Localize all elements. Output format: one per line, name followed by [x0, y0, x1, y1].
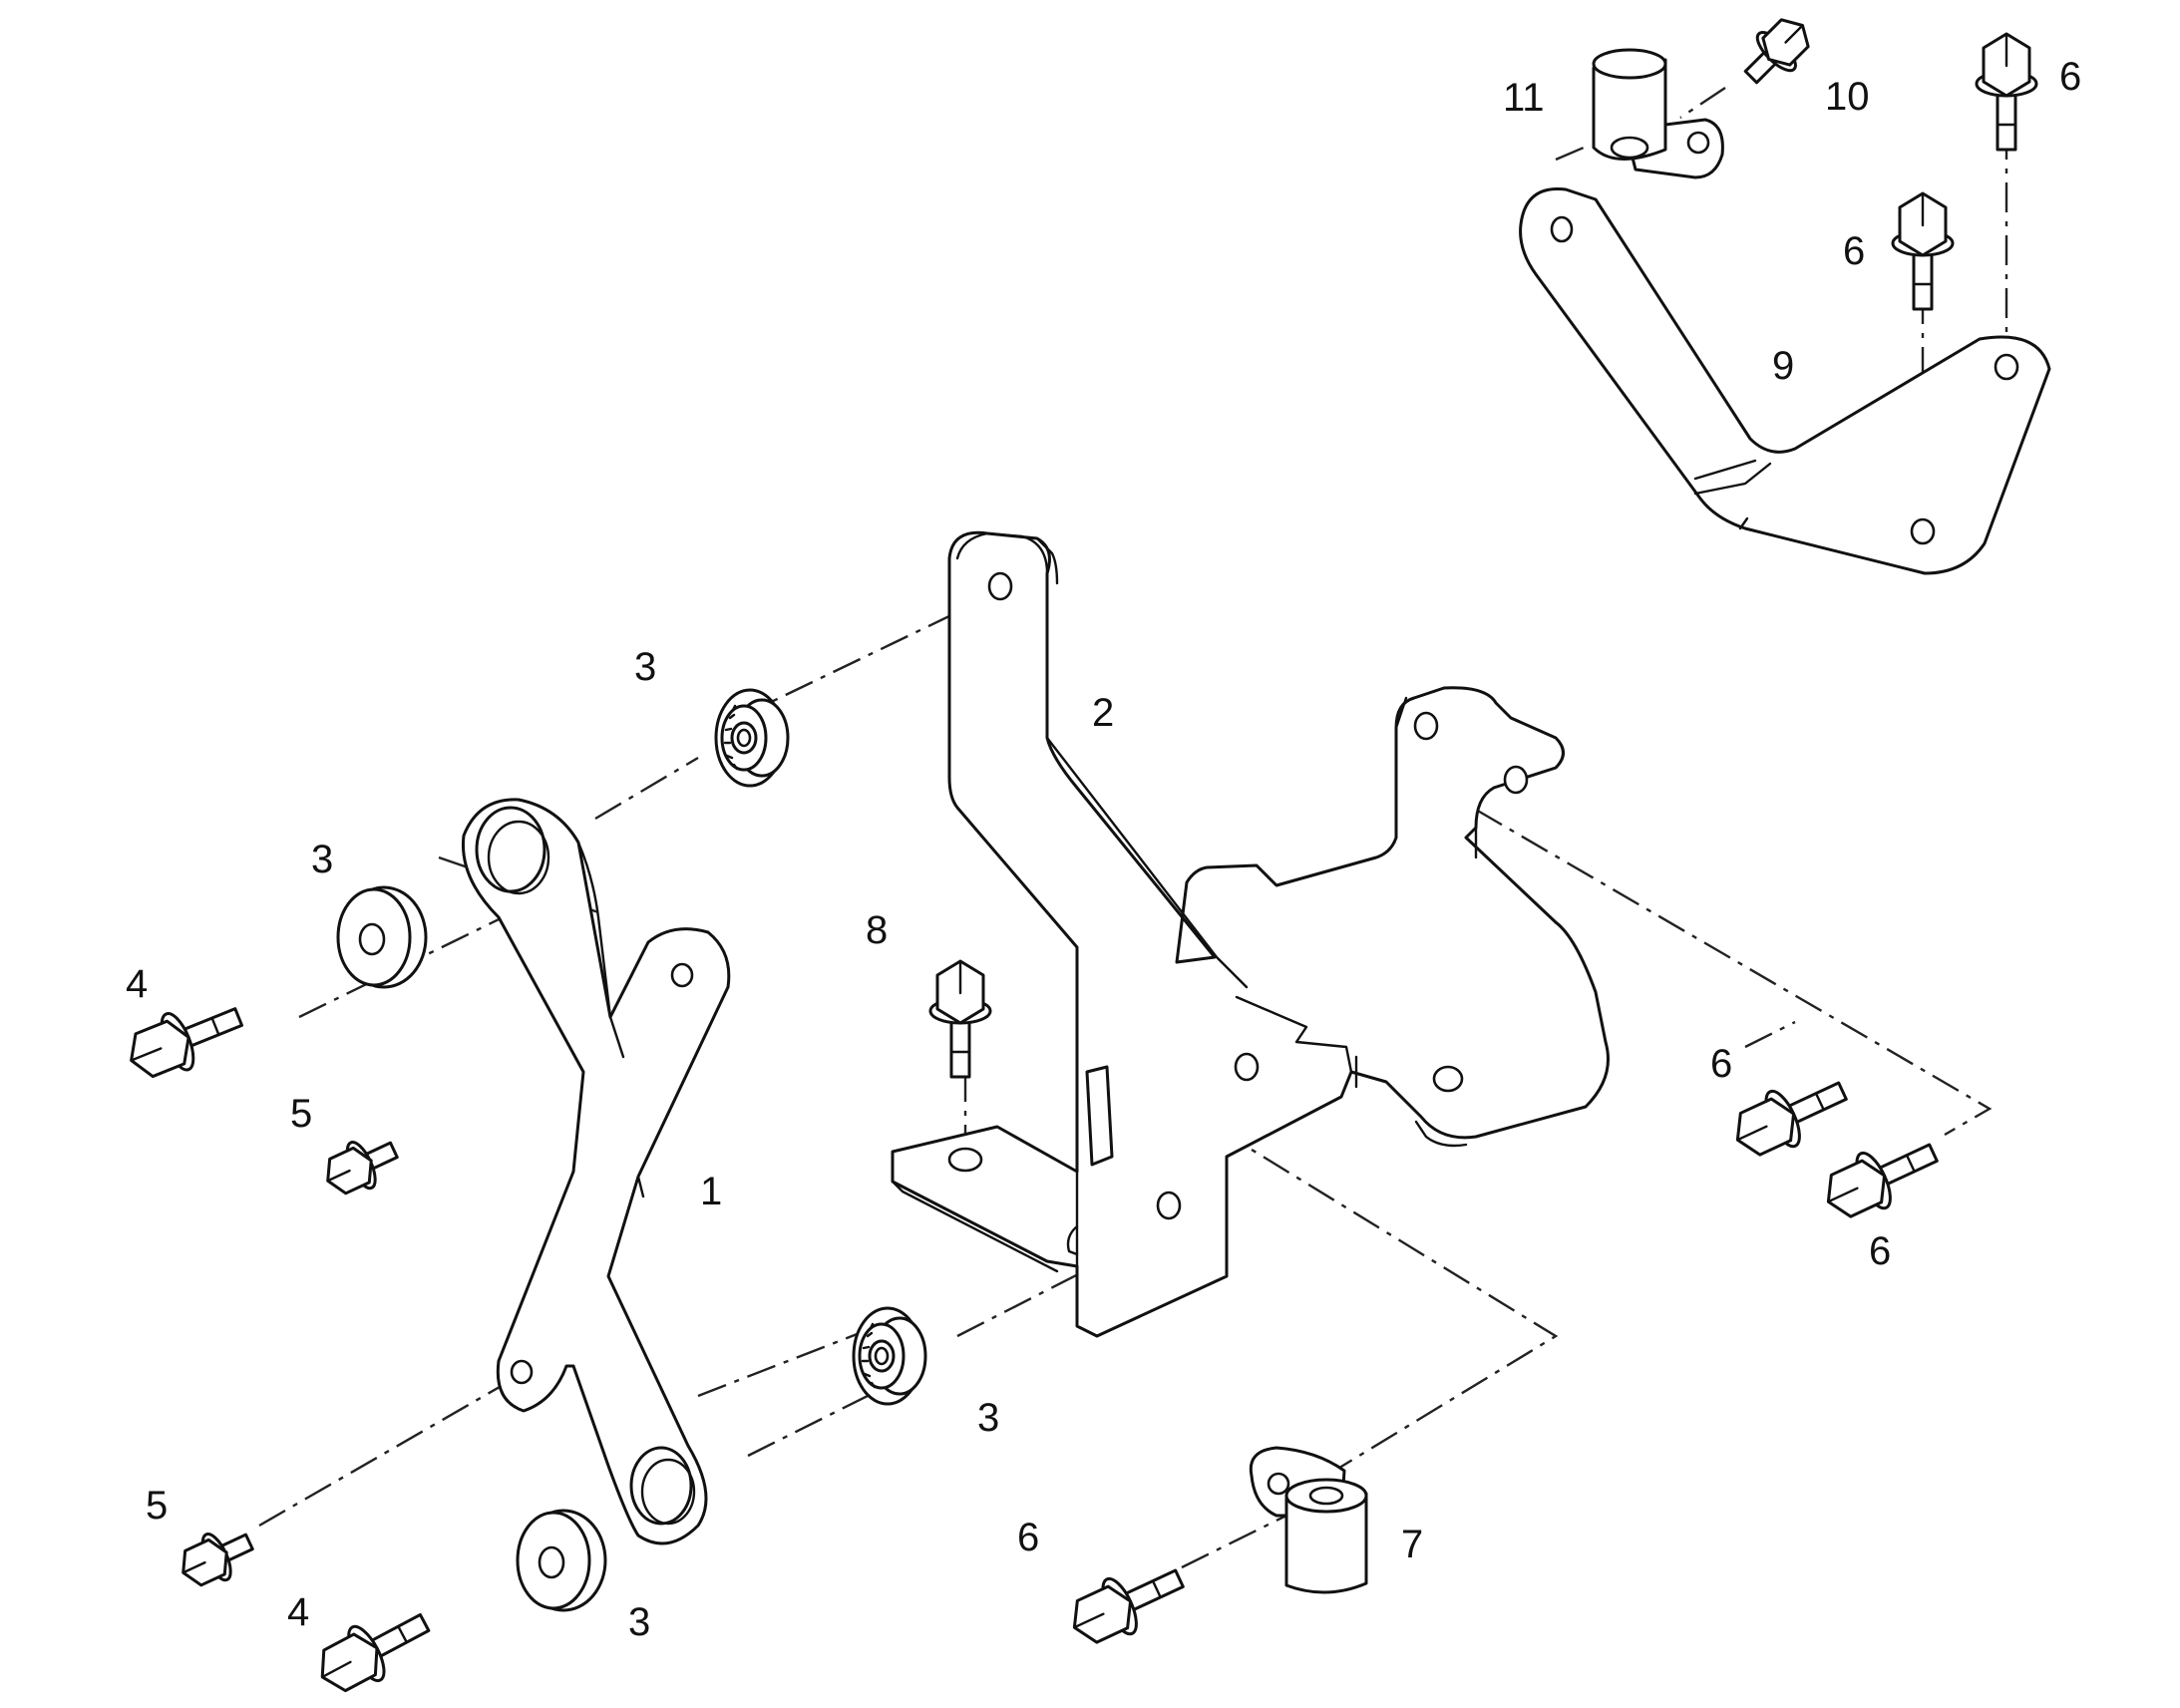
bolt-icon-part-6 [1814, 1124, 1948, 1230]
cable-clamp-part-11 [1592, 48, 1724, 179]
callout-6: 6 [1869, 1229, 1891, 1273]
callout-6: 6 [1843, 229, 1865, 273]
callout-7: 7 [1401, 1523, 1423, 1566]
bolt-icon-part-6 [1975, 32, 2038, 152]
bolt-icon-part-4 [306, 1594, 441, 1705]
callout-6: 6 [2059, 55, 2081, 99]
washer-icon [516, 1509, 607, 1612]
callout-2: 2 [1092, 691, 1114, 735]
bolt-icon-part-6 [1891, 191, 1955, 311]
callout-3: 3 [311, 838, 333, 881]
washer-icon [336, 885, 428, 989]
upper-bracket-part-9 [1519, 186, 2051, 575]
callouts: 1 2 3 3 3 3 4 4 5 5 6 6 6 6 6 7 8 9 10 1… [126, 55, 2081, 1644]
callout-4: 4 [287, 1590, 309, 1634]
callout-3: 3 [634, 645, 656, 689]
main-bracket-part-2 [891, 530, 1610, 1338]
callout-3: 3 [628, 1600, 650, 1644]
callout-6: 6 [1017, 1516, 1039, 1559]
bolt-icon-part-6 [1060, 1549, 1194, 1656]
bolt-icon-part-5 [171, 1518, 261, 1597]
callout-5: 5 [146, 1484, 168, 1528]
callout-1: 1 [700, 1170, 722, 1213]
x-link-part-1 [461, 798, 731, 1545]
bolt-icon-part-8 [928, 959, 992, 1079]
bolt-icon-part-6 [1723, 1062, 1857, 1169]
bushing-icon [714, 688, 790, 788]
callout-6: 6 [1710, 1042, 1732, 1086]
bolt-icon-part-10 [1731, 6, 1822, 97]
callout-10: 10 [1825, 75, 1870, 119]
callout-3: 3 [977, 1396, 999, 1440]
callout-4: 4 [126, 962, 148, 1006]
bolt-icon-part-5 [315, 1126, 406, 1205]
bushing-icon [852, 1306, 927, 1406]
callout-11: 11 [1503, 76, 1545, 120]
callout-5: 5 [290, 1092, 312, 1136]
cable-clamp-part-7 [1249, 1446, 1368, 1594]
callout-9: 9 [1772, 344, 1794, 388]
callout-8: 8 [866, 908, 888, 952]
